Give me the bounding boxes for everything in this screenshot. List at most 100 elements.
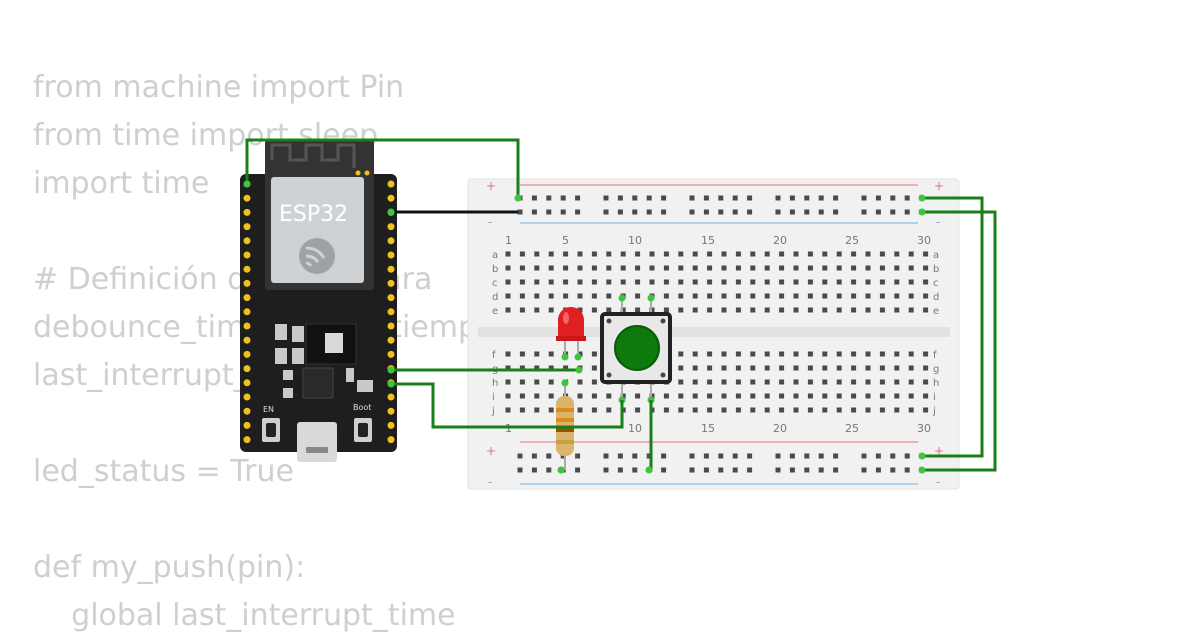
breadboard-hole[interactable]	[807, 251, 813, 257]
breadboard-hole[interactable]	[519, 251, 525, 257]
breadboard-hole[interactable]	[632, 195, 638, 201]
breadboard-hole[interactable]	[779, 307, 785, 313]
breadboard-hole[interactable]	[663, 265, 669, 271]
breadboard-hole[interactable]	[894, 379, 900, 385]
breadboard-hole[interactable]	[519, 407, 525, 413]
breadboard-hole[interactable]	[894, 265, 900, 271]
breadboard-hole[interactable]	[678, 293, 684, 299]
breadboard-hole[interactable]	[548, 379, 554, 385]
breadboard-hole[interactable]	[822, 293, 828, 299]
breadboard-hole[interactable]	[732, 209, 738, 215]
breadboard-hole[interactable]	[923, 279, 929, 285]
breadboard-hole[interactable]	[833, 209, 839, 215]
breadboard-hole[interactable]	[603, 453, 609, 459]
breadboard-hole[interactable]	[865, 293, 871, 299]
breadboard-hole[interactable]	[793, 265, 799, 271]
breadboard-hole[interactable]	[890, 209, 896, 215]
breadboard-hole[interactable]	[692, 407, 698, 413]
breadboard-hole[interactable]	[591, 265, 597, 271]
breadboard-hole[interactable]	[632, 453, 638, 459]
breadboard-hole[interactable]	[908, 279, 914, 285]
breadboard-hole[interactable]	[703, 453, 709, 459]
breadboard-hole[interactable]	[577, 351, 583, 357]
breadboard-hole[interactable]	[818, 195, 824, 201]
header-pin[interactable]	[387, 294, 395, 302]
breadboard-hole[interactable]	[804, 467, 810, 473]
breadboard-hole[interactable]	[822, 251, 828, 257]
breadboard-hole[interactable]	[703, 467, 709, 473]
breadboard-hole[interactable]	[707, 379, 713, 385]
breadboard-hole[interactable]	[879, 379, 885, 385]
breadboard-hole[interactable]	[505, 365, 511, 371]
breadboard-hole[interactable]	[663, 251, 669, 257]
breadboard-hole[interactable]	[807, 279, 813, 285]
breadboard-hole[interactable]	[923, 293, 929, 299]
breadboard-hole[interactable]	[649, 265, 655, 271]
breadboard-hole[interactable]	[678, 265, 684, 271]
breadboard-hole[interactable]	[851, 365, 857, 371]
breadboard-hole[interactable]	[646, 209, 652, 215]
breadboard-hole[interactable]	[707, 293, 713, 299]
breadboard-hole[interactable]	[689, 195, 695, 201]
breadboard-hole[interactable]	[519, 293, 525, 299]
breadboard-hole[interactable]	[617, 467, 623, 473]
breadboard-hole[interactable]	[689, 209, 695, 215]
breadboard-hole[interactable]	[548, 393, 554, 399]
breadboard-hole[interactable]	[735, 407, 741, 413]
breadboard-hole[interactable]	[548, 251, 554, 257]
header-pin[interactable]	[243, 407, 251, 415]
breadboard-hole[interactable]	[591, 279, 597, 285]
breadboard-hole[interactable]	[735, 251, 741, 257]
breadboard-hole[interactable]	[764, 265, 770, 271]
breadboard-hole[interactable]	[804, 453, 810, 459]
breadboard-hole[interactable]	[575, 209, 581, 215]
breadboard-hole[interactable]	[822, 379, 828, 385]
breadboard-hole[interactable]	[707, 365, 713, 371]
breadboard-hole[interactable]	[707, 351, 713, 357]
breadboard-hole[interactable]	[548, 279, 554, 285]
breadboard-hole[interactable]	[606, 307, 612, 313]
breadboard-hole[interactable]	[721, 265, 727, 271]
breadboard-hole[interactable]	[851, 407, 857, 413]
breadboard-hole[interactable]	[894, 393, 900, 399]
breadboard-hole[interactable]	[531, 467, 537, 473]
breadboard-hole[interactable]	[822, 307, 828, 313]
breadboard-hole[interactable]	[703, 195, 709, 201]
breadboard-hole[interactable]	[764, 351, 770, 357]
breadboard-hole[interactable]	[591, 351, 597, 357]
breadboard-hole[interactable]	[517, 453, 523, 459]
breadboard-hole[interactable]	[807, 351, 813, 357]
breadboard-hole[interactable]	[575, 195, 581, 201]
breadboard-hole[interactable]	[678, 251, 684, 257]
header-pin[interactable]	[387, 336, 395, 344]
breadboard-hole[interactable]	[546, 195, 552, 201]
header-pin[interactable]	[243, 336, 251, 344]
breadboard-hole[interactable]	[822, 351, 828, 357]
breadboard-hole[interactable]	[546, 453, 552, 459]
breadboard-hole[interactable]	[807, 293, 813, 299]
breadboard-hole[interactable]	[851, 265, 857, 271]
header-pin[interactable]	[387, 393, 395, 401]
breadboard-hole[interactable]	[606, 407, 612, 413]
breadboard-hole[interactable]	[851, 379, 857, 385]
breadboard-hole[interactable]	[678, 407, 684, 413]
breadboard-hole[interactable]	[879, 279, 885, 285]
breadboard-hole[interactable]	[689, 453, 695, 459]
breadboard-hole[interactable]	[735, 351, 741, 357]
breadboard-hole[interactable]	[793, 279, 799, 285]
breadboard-hole[interactable]	[779, 393, 785, 399]
breadboard-hole[interactable]	[904, 195, 910, 201]
breadboard-hole[interactable]	[779, 365, 785, 371]
breadboard-hole[interactable]	[732, 195, 738, 201]
header-pin[interactable]	[387, 322, 395, 330]
breadboard-hole[interactable]	[865, 351, 871, 357]
breadboard-hole[interactable]	[923, 379, 929, 385]
breadboard-hole[interactable]	[505, 407, 511, 413]
breadboard-hole[interactable]	[718, 453, 724, 459]
breadboard-hole[interactable]	[764, 379, 770, 385]
breadboard-hole[interactable]	[721, 407, 727, 413]
breadboard-hole[interactable]	[779, 351, 785, 357]
breadboard-hole[interactable]	[560, 453, 566, 459]
breadboard-hole[interactable]	[707, 393, 713, 399]
